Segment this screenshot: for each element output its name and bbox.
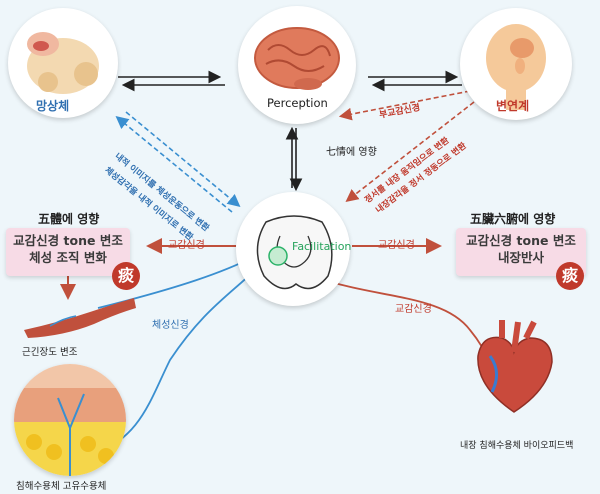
caption-heart: 내장 침해수용체 바이오피드백 bbox=[460, 441, 574, 451]
node-byeonyeongye bbox=[460, 8, 572, 120]
left-panel-heading: 五體에 영향 bbox=[38, 212, 100, 226]
left-panel-line2: 체성 조직 변화 bbox=[29, 250, 107, 265]
label-mangsangche: 망상체 bbox=[36, 99, 70, 113]
node-heart bbox=[462, 316, 566, 420]
caption-muscle: 근긴장도 변조 bbox=[22, 347, 78, 358]
label-perception: Perception bbox=[267, 96, 328, 110]
right-panel-heading: 五臟六腑에 영향 bbox=[470, 212, 556, 226]
node-perception bbox=[238, 6, 356, 124]
brain-icon bbox=[254, 27, 340, 90]
right-panel-line1: 교감신경 tone 변조 bbox=[466, 233, 576, 248]
blue-dashed-down bbox=[125, 111, 241, 208]
node-facilitation bbox=[236, 192, 350, 306]
label-left-sympathetic: 교감신경 bbox=[168, 240, 205, 251]
curve-somatic-nerve bbox=[89, 251, 273, 456]
red-dashed-parasympathetic bbox=[338, 90, 471, 121]
reticular-figure-icon bbox=[27, 32, 99, 94]
right-panel-line2: 내장반사 bbox=[497, 250, 544, 265]
caption-skin: 침해수용체 고유수용체 bbox=[16, 481, 107, 492]
red-dashed-down bbox=[345, 101, 475, 202]
left-panel-line1: 교감신경 tone 변조 bbox=[13, 233, 123, 248]
limbic-head-icon bbox=[486, 24, 546, 110]
heart-icon bbox=[477, 320, 553, 413]
skin-receptor-icon bbox=[14, 364, 126, 476]
right-phlegm-badge: 痰 bbox=[556, 262, 584, 290]
muscle-icon bbox=[24, 298, 136, 338]
label-somatic-nerve: 체성신경 bbox=[152, 320, 189, 331]
label-chiljeong: 七情에 영향 bbox=[326, 147, 377, 158]
label-right-sympathetic: 교감신경 bbox=[378, 240, 415, 251]
label-byeonyeongye: 변연계 bbox=[496, 99, 530, 113]
spinal-cord-icon bbox=[256, 215, 333, 290]
left-panel-box: 교감신경 tone 변조 체성 조직 변화 bbox=[6, 228, 130, 276]
left-phlegm-badge: 痰 bbox=[112, 262, 140, 290]
node-mangsangche bbox=[8, 8, 118, 118]
blue-dashed-up bbox=[115, 115, 233, 213]
label-facilitation: Facilitation bbox=[292, 240, 352, 253]
label-heart-sympathetic: 교감신경 bbox=[395, 304, 432, 315]
node-skin bbox=[14, 364, 126, 476]
